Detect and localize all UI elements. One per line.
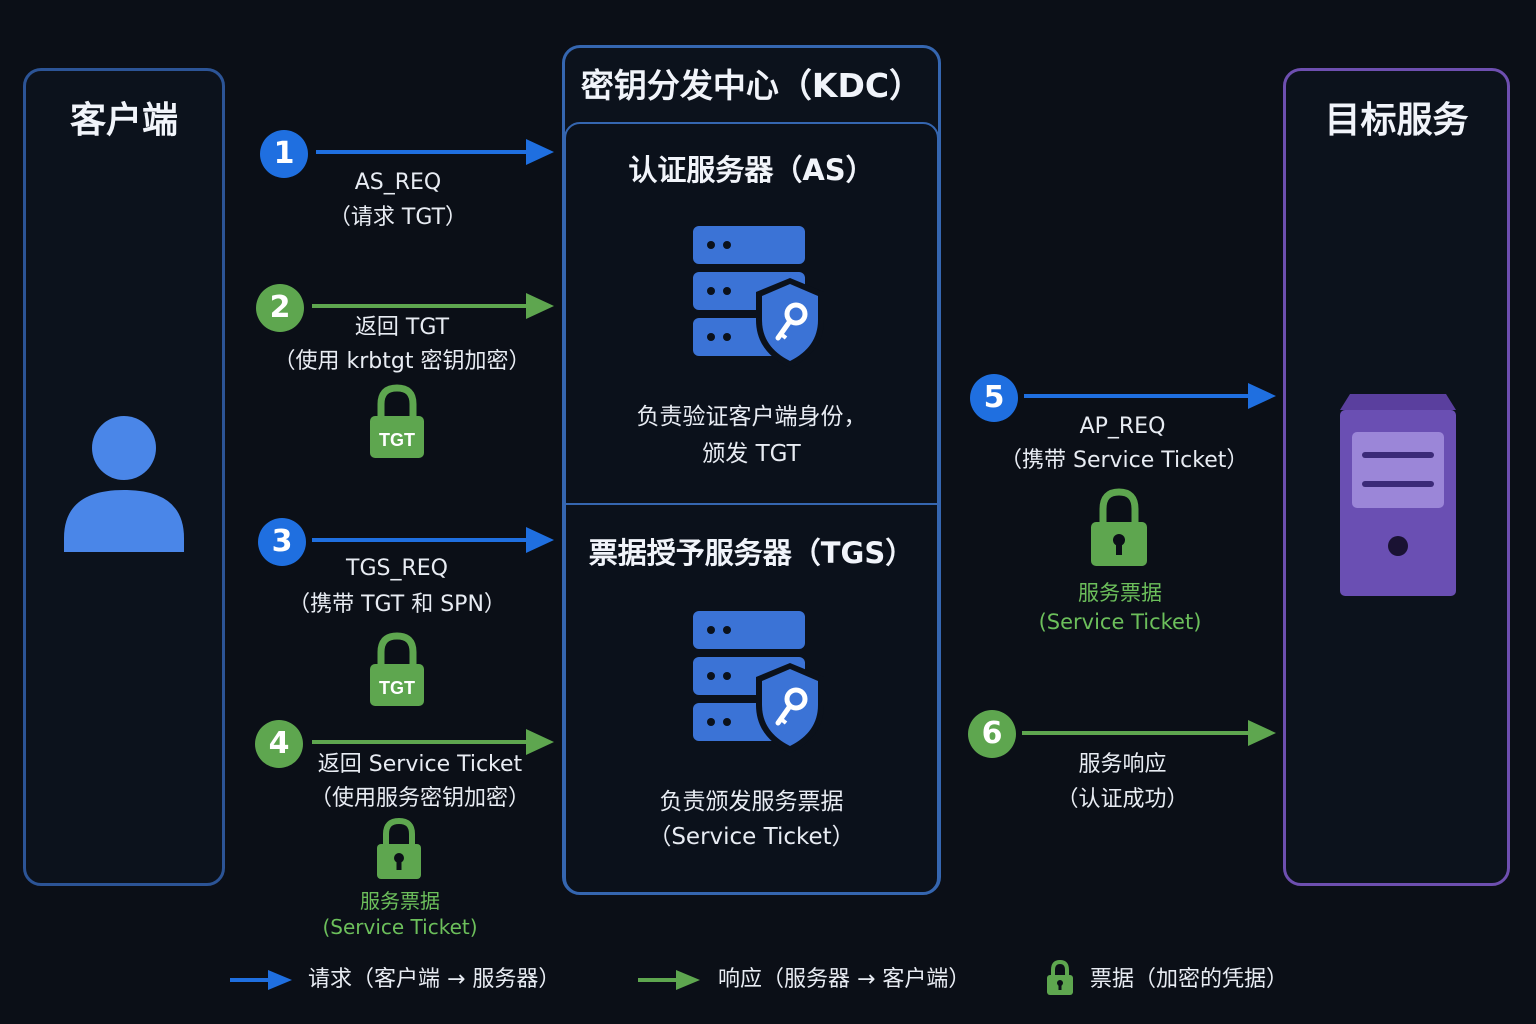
tgt-lock-icon-step-3: TGT xyxy=(370,632,424,706)
step-5-ticket-label: 服务票据 xyxy=(1078,581,1162,605)
step-1-badge: 1 xyxy=(260,130,308,178)
tgt-lock-label: TGT xyxy=(379,430,415,450)
arrow-step-2 xyxy=(312,293,554,319)
step-3-label-line1: TGS_REQ xyxy=(346,556,448,581)
tgs-desc-line2: （Service Ticket） xyxy=(648,824,855,850)
step-4-badge: 4 xyxy=(255,720,303,768)
step-2-badge: 2 xyxy=(256,284,304,332)
step-4-ticket-label: 服务票据 xyxy=(360,889,440,913)
step-6-label-line2: （认证成功） xyxy=(1056,787,1189,812)
user-icon xyxy=(64,416,184,552)
step-4-label-line1: 返回 Service Ticket xyxy=(317,752,523,777)
as-server-shield-icon xyxy=(693,226,824,368)
step-1-label-line1: AS_REQ xyxy=(354,170,442,195)
step-5-badge: 5 xyxy=(970,374,1018,422)
as-desc-line1: 负责验证客户端身份， xyxy=(636,404,867,430)
step-4-ticket-sublabel: (Service Ticket) xyxy=(322,915,478,939)
tgs-desc-line1: 负责颁发服务票据 xyxy=(659,789,844,815)
step-5-label-line2: （携带 Service Ticket） xyxy=(1000,448,1249,473)
target-server-icon xyxy=(1340,394,1456,596)
step-1-label-line2: （请求 TGT） xyxy=(328,205,468,230)
arrow-step-3 xyxy=(312,527,554,553)
tgs-server-shield-icon xyxy=(693,611,824,753)
step-6-label-line1: 服务响应 xyxy=(1078,752,1167,777)
legend-ticket-label: 票据（加密的凭据） xyxy=(1090,967,1289,992)
step-5-ticket-sublabel: (Service Ticket) xyxy=(1038,610,1202,634)
tgs-title: 票据授予服务器（TGS） xyxy=(588,536,915,570)
legend-response-arrow xyxy=(638,970,700,990)
step-2-label-line2: （使用 krbtgt 密钥加密） xyxy=(273,349,531,374)
tgt-lock-label: TGT xyxy=(379,678,415,698)
arrow-step-1 xyxy=(316,139,554,165)
as-desc-line2: 颁发 TGT xyxy=(702,441,801,467)
step-2-label-line1: 返回 TGT xyxy=(354,315,450,340)
step-3-badge: 3 xyxy=(258,518,306,566)
arrow-step-4 xyxy=(312,729,554,755)
kdc-title: 密钥分发中心（KDC） xyxy=(580,66,923,105)
step-4-label-line2: （使用服务密钥加密） xyxy=(309,786,530,811)
legend-request-label: 请求（客户端 → 服务器） xyxy=(308,967,561,992)
ticket-lock-icon-step-5 xyxy=(1091,488,1147,566)
step-5-label-line1: AP_REQ xyxy=(1079,414,1166,439)
arrow-step-6 xyxy=(1022,720,1276,746)
as-title: 认证服务器（AS） xyxy=(628,153,875,187)
arrow-step-5 xyxy=(1024,383,1276,409)
client-title: 客户端 xyxy=(69,100,178,141)
kdc-divider xyxy=(566,503,938,505)
target-title: 目标服务 xyxy=(1324,100,1469,141)
legend-request-arrow xyxy=(230,970,292,990)
tgt-lock-icon-step-2: TGT xyxy=(370,384,424,458)
ticket-lock-icon-step-4 xyxy=(377,817,421,879)
legend-response-label: 响应（服务器 → 客户端） xyxy=(718,967,971,992)
step-3-label-line2: （携带 TGT 和 SPN） xyxy=(288,592,506,617)
step-6-badge: 6 xyxy=(968,710,1016,758)
legend-lock-icon xyxy=(1047,960,1073,995)
